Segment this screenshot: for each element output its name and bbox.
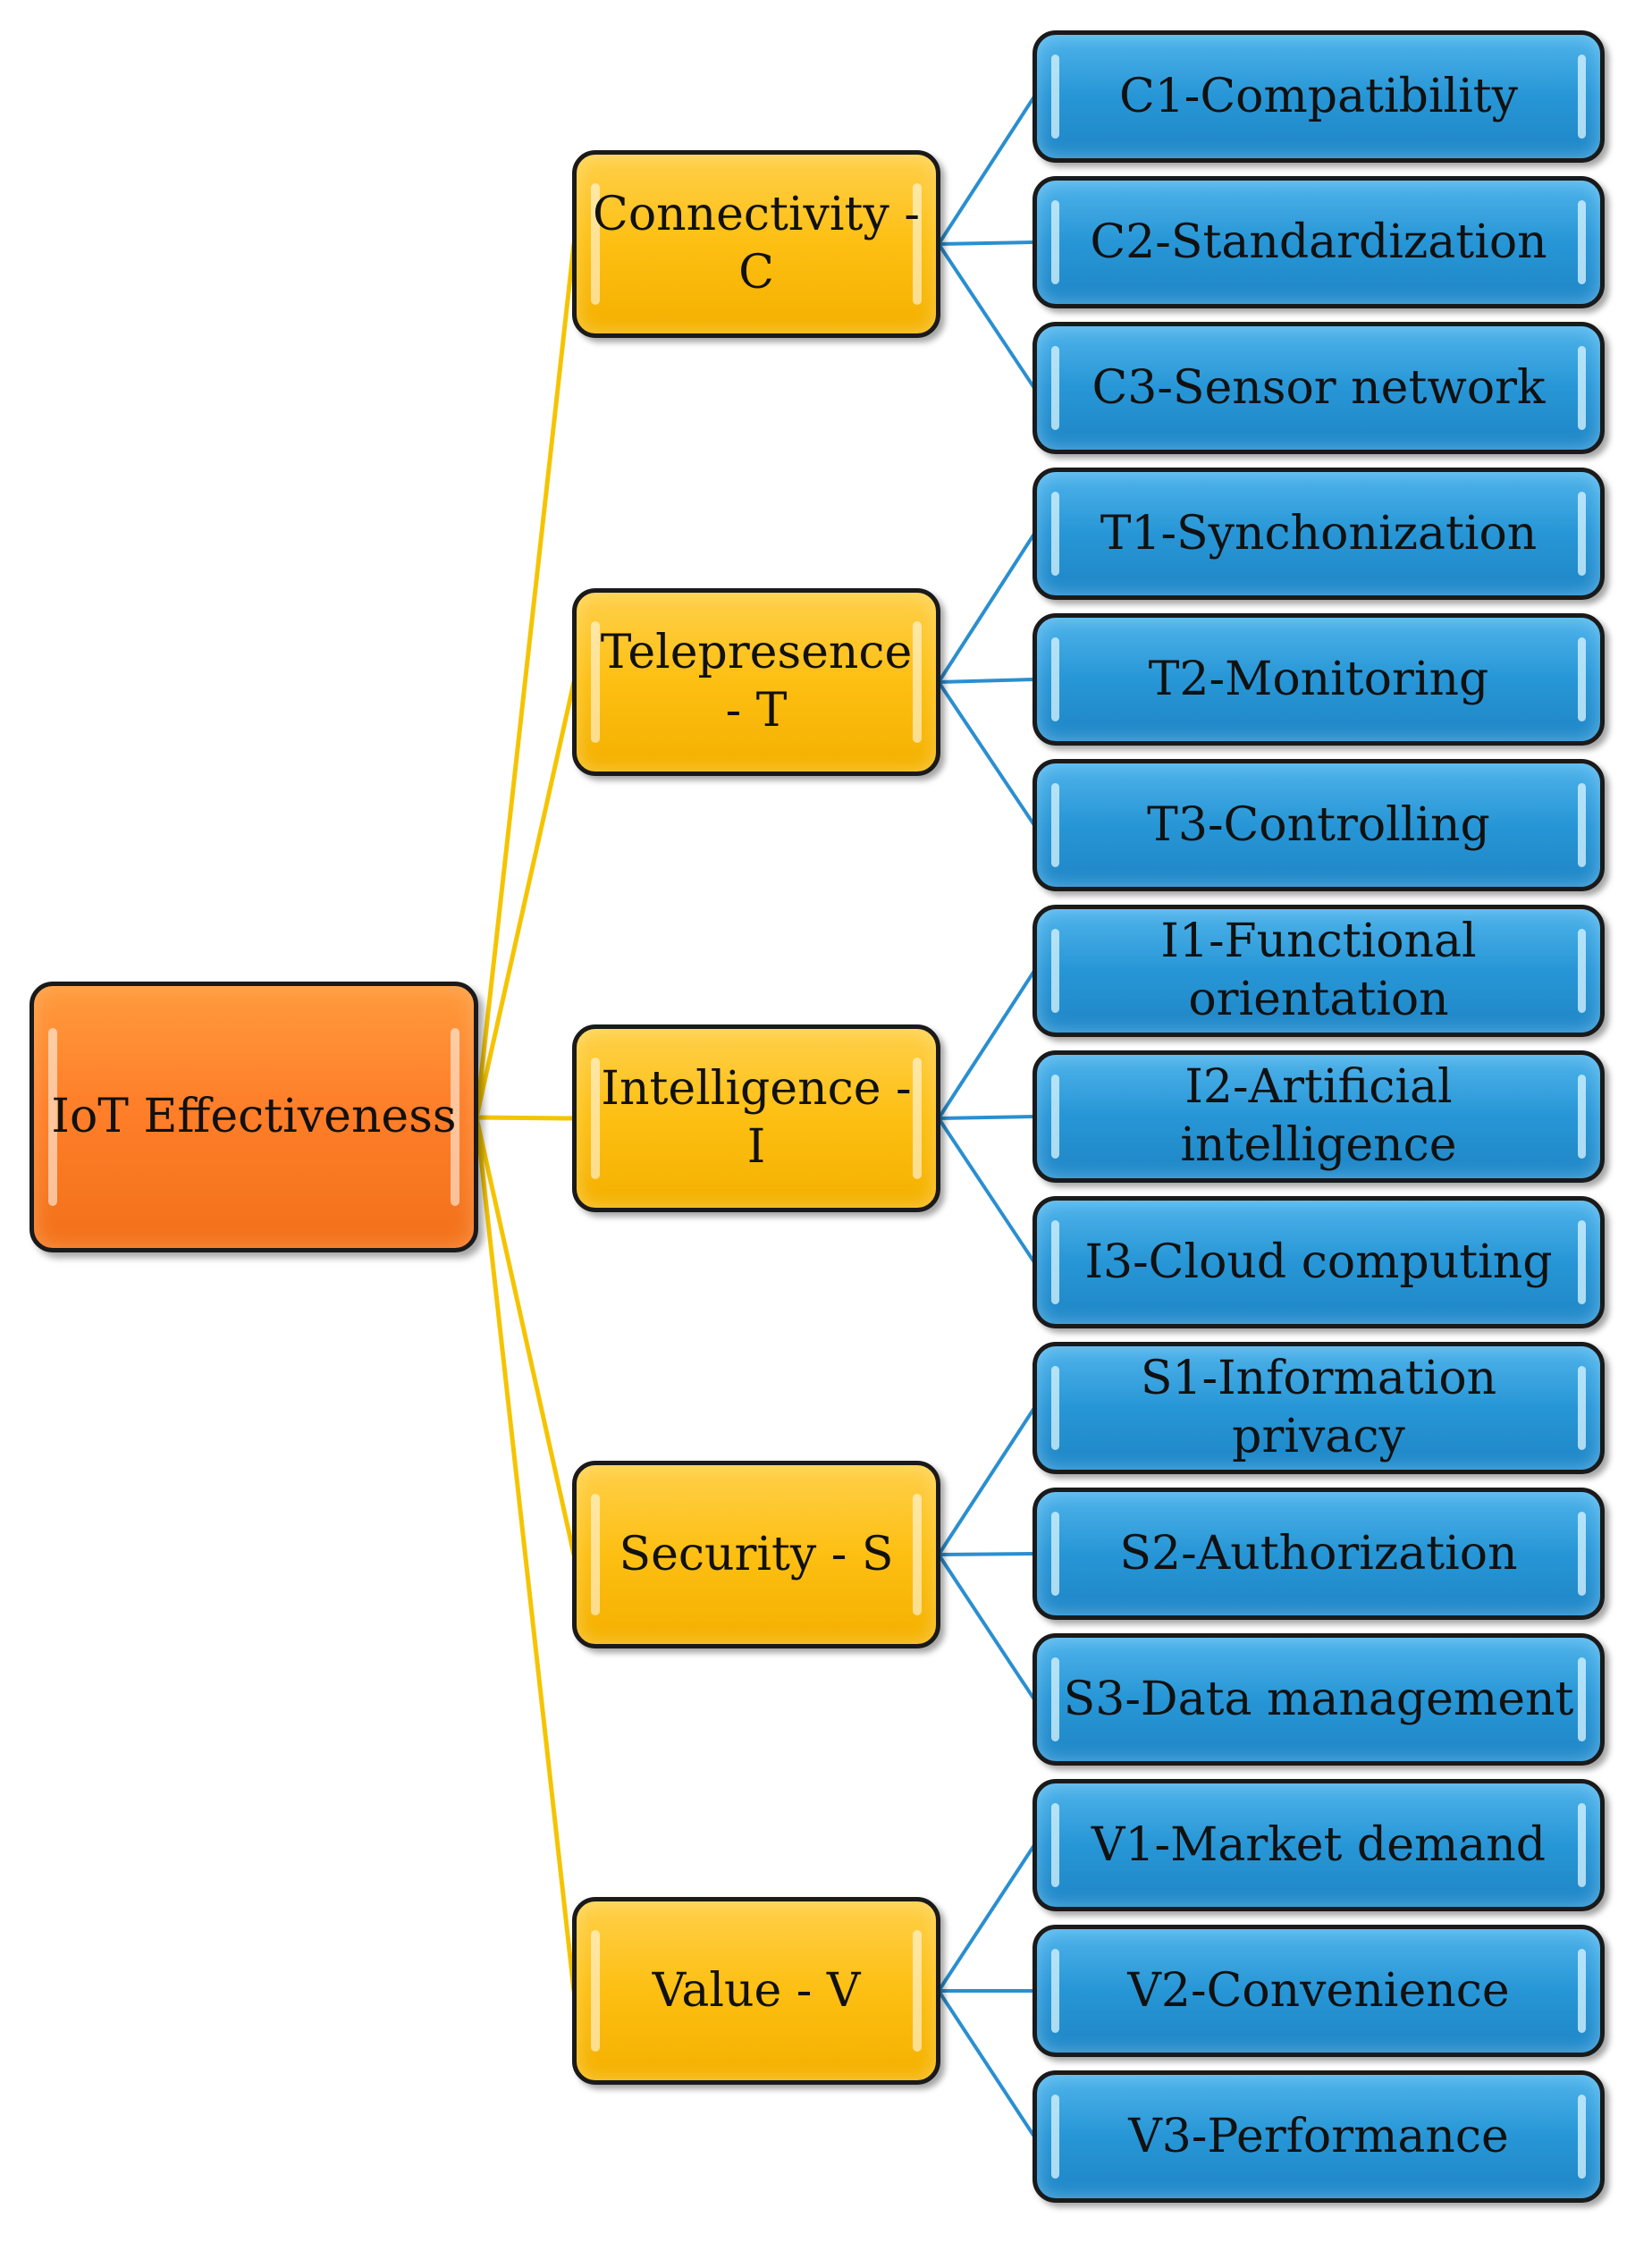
category-to-item-line (937, 1117, 1036, 1264)
category-to-item-line (937, 680, 1036, 827)
item-node-c1: C1-Compatibility (1032, 30, 1605, 163)
item-node-s2: S2-Authorization (1032, 1488, 1605, 1620)
category-to-item-line (937, 1406, 1036, 1556)
item-label: I2-Artificial intelligence (1180, 1060, 1457, 1172)
category-to-item-line (937, 1553, 1036, 1701)
category-label: Value - V (652, 1963, 861, 2018)
item-label: C1-Compatibility (1118, 69, 1519, 123)
root-label: IoT Effectiveness (51, 1090, 457, 1143)
category-to-item-line (937, 242, 1036, 390)
root-to-category-line (474, 679, 577, 1120)
category-to-item-line (937, 240, 1036, 246)
category-to-item-line (937, 678, 1036, 684)
item-label: I1-Functional orientation (1160, 915, 1477, 1026)
root-to-category-line (474, 1115, 577, 1994)
category-to-item-line (937, 1989, 1036, 2138)
item-node-s1: S1-Information privacy (1032, 1342, 1605, 1474)
item-label: T2-Monitoring (1148, 652, 1489, 706)
item-node-i1: I1-Functional orientation (1032, 905, 1605, 1037)
item-node-i2: I2-Artificial intelligence (1032, 1050, 1605, 1183)
category-node-intelligence: Intelligence - I (572, 1024, 940, 1212)
category-to-item-line (937, 1552, 1036, 1556)
item-label: C2-Standardization (1090, 215, 1547, 269)
root-to-category-line (474, 1115, 577, 1121)
category-to-item-line (937, 532, 1036, 684)
item-label: S2-Authorization (1119, 1526, 1518, 1581)
item-node-v1: V1-Market demand (1032, 1779, 1605, 1911)
item-node-c3: C3-Sensor network (1032, 322, 1605, 454)
item-node-v3: V3-Performance (1032, 2070, 1605, 2203)
item-label: V1-Market demand (1091, 1817, 1547, 1872)
item-label: V3-Performance (1128, 2109, 1509, 2163)
root-to-category-line (474, 241, 577, 1120)
category-label: Connectivity - C (593, 188, 920, 299)
category-node-security: Security - S (572, 1461, 940, 1648)
item-label: T3-Controlling (1147, 797, 1490, 852)
item-label: C3-Sensor network (1092, 360, 1546, 415)
category-to-item-line (937, 1843, 1036, 1993)
root-to-category-line (474, 1115, 577, 1557)
root-node: IoT Effectiveness (30, 982, 478, 1252)
category-label: Telepresence - T (600, 626, 913, 738)
item-node-t3: T3-Controlling (1032, 759, 1605, 891)
item-node-s3: S3-Data management (1032, 1633, 1605, 1766)
item-label: S3-Data management (1063, 1672, 1574, 1726)
category-node-connectivity: Connectivity - C (572, 150, 940, 338)
category-to-item-line (937, 1115, 1036, 1120)
item-node-i3: I3-Cloud computing (1032, 1196, 1605, 1328)
item-node-t2: T2-Monitoring (1032, 613, 1605, 746)
category-label: Intelligence - I (601, 1062, 912, 1174)
category-node-telepresence: Telepresence - T (572, 588, 940, 776)
item-node-v2: V2-Convenience (1032, 1925, 1605, 2057)
item-node-t1: T1-Synchonization (1032, 468, 1605, 600)
item-label: S1-Information privacy (1140, 1352, 1497, 1463)
category-label: Security - S (619, 1527, 894, 1581)
category-node-value: Value - V (572, 1897, 940, 2085)
category-to-item-line (937, 95, 1036, 246)
item-node-c2: C2-Standardization (1032, 176, 1605, 308)
item-label: V2-Convenience (1127, 1963, 1510, 2018)
item-label: I3-Cloud computing (1084, 1235, 1553, 1289)
category-to-item-line (937, 969, 1036, 1120)
item-label: T1-Synchonization (1100, 506, 1538, 561)
